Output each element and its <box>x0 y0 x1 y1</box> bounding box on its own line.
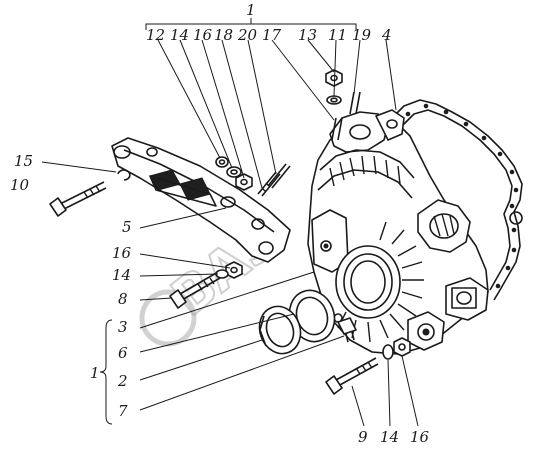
label-14-bottom: 14 <box>380 428 399 446</box>
bolt-part-7 <box>337 317 357 343</box>
nut-part-13 <box>325 69 343 87</box>
label-12: 12 <box>146 26 165 44</box>
bracket-part <box>111 137 291 263</box>
washer-part-14-top <box>226 166 242 178</box>
label-group-1-left: 1 <box>90 364 100 382</box>
stud-part-19 <box>349 91 361 115</box>
timing-case-housing <box>307 109 489 355</box>
bolt-part-8 <box>169 271 221 309</box>
seal-part-2 <box>258 305 302 355</box>
label-4: 4 <box>381 26 392 44</box>
label-14-mid: 14 <box>112 266 131 284</box>
nut-part-16-mid <box>225 261 243 279</box>
label-18: 18 <box>214 26 233 44</box>
label-15: 15 <box>14 152 33 170</box>
label-7: 7 <box>118 402 128 420</box>
washer-part-12 <box>215 156 229 168</box>
label-5: 5 <box>122 218 132 236</box>
label-14-top: 14 <box>170 26 189 44</box>
gasket-part <box>391 99 523 301</box>
label-2: 2 <box>117 372 128 390</box>
label-16-mid: 16 <box>112 244 132 262</box>
bolt-part-10 <box>49 181 107 217</box>
stud-part-17 <box>331 117 343 141</box>
nut-part-16-top <box>235 173 253 191</box>
pin-part-18 <box>257 171 281 197</box>
label-9: 9 <box>358 428 368 446</box>
label-group-1-top: 1 <box>246 1 256 19</box>
nut-part-16-bottom <box>393 337 411 357</box>
label-13: 13 <box>298 26 317 44</box>
label-11: 11 <box>328 26 347 44</box>
washer-part-14-bottom <box>382 344 394 360</box>
label-6: 6 <box>118 344 128 362</box>
washer-part-15 <box>117 169 131 181</box>
label-17: 17 <box>262 26 282 44</box>
label-19: 19 <box>352 26 372 44</box>
label-8: 8 <box>118 290 128 308</box>
label-3: 3 <box>118 318 128 336</box>
bolt-part-9 <box>325 357 379 395</box>
stud-part-20 <box>267 163 291 189</box>
label-16-bottom: 16 <box>410 428 430 446</box>
part-labels: 1 12 14 16 18 20 17 13 11 19 4 15 10 5 1… <box>10 1 430 446</box>
label-10: 10 <box>10 176 30 194</box>
leader-lines <box>41 18 419 427</box>
washer-part-11 <box>326 95 342 105</box>
label-16-top: 16 <box>193 26 213 44</box>
label-20: 20 <box>237 26 258 44</box>
